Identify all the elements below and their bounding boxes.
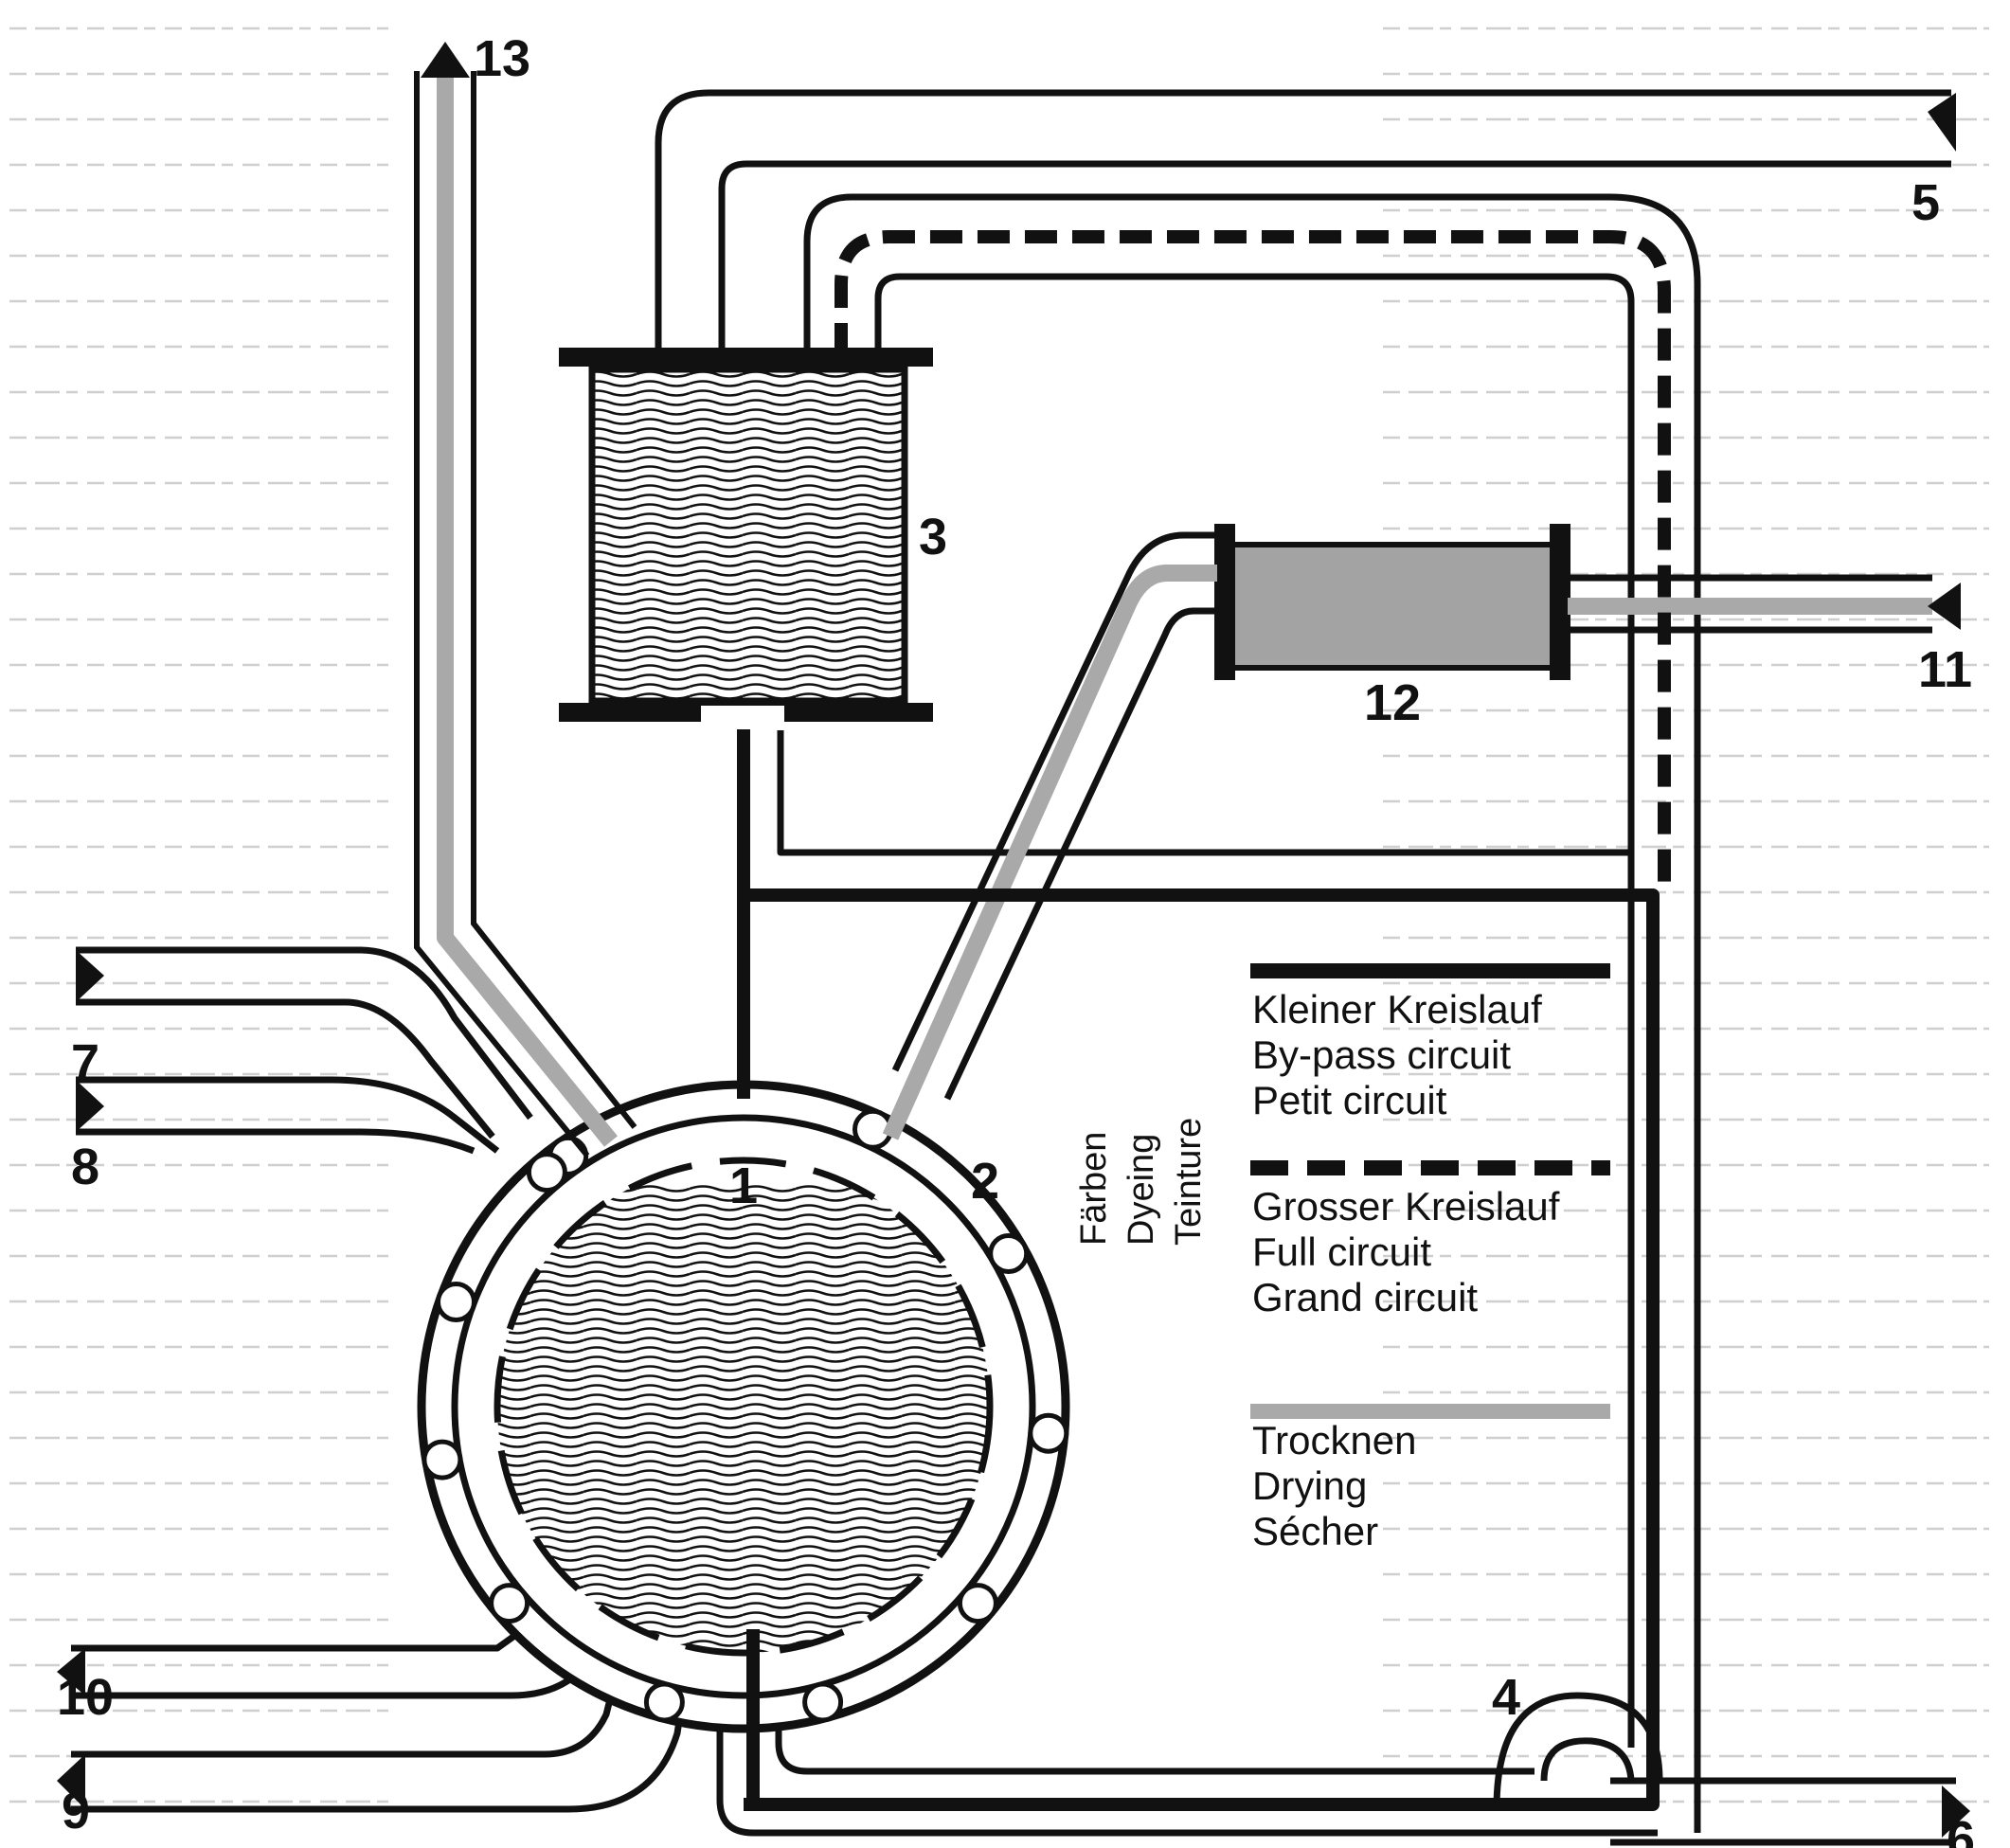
label-13: 13 <box>474 30 530 87</box>
label-2: 2 <box>971 1153 999 1210</box>
outlet-9-top <box>71 1638 629 1758</box>
drum-ring <box>422 1439 463 1480</box>
side-text-en: Dyeing <box>1122 1134 1161 1246</box>
return-pipe-inner <box>775 1622 1534 1775</box>
legend-drying-1: Trocknen <box>1252 1418 1417 1462</box>
label-8: 8 <box>71 1139 99 1195</box>
drum-ring <box>988 1233 1030 1274</box>
legend-bypass-1: Kleiner Kreislauf <box>1252 987 1542 1032</box>
legend-drying-2: Drying <box>1252 1463 1367 1508</box>
legend-drying-3: Sécher <box>1252 1509 1378 1553</box>
label-12: 12 <box>1364 674 1421 731</box>
outlet-10-bottom <box>71 1651 598 1699</box>
heat-exchanger-12 <box>1214 524 1570 680</box>
feed-pipe-5-inner <box>718 160 1951 355</box>
label-3: 3 <box>919 509 947 565</box>
arrow-11-icon <box>1928 583 1961 630</box>
full-loop-outer <box>803 193 1701 1833</box>
arrow-5-icon <box>1928 93 1956 152</box>
arrow-13-icon <box>421 42 470 78</box>
process-label-dyeing: Färben Dyeing Teinture <box>1074 1118 1209 1246</box>
inlet-7-inner <box>76 998 495 1139</box>
full-loop-inner <box>874 273 1635 1748</box>
callouts: 13 5 3 11 12 7 8 1 2 10 4 9 6 <box>57 30 1975 1848</box>
full-circuit <box>737 230 1671 1099</box>
drying-pipe-13-casing-right <box>471 71 637 1129</box>
label-10: 10 <box>57 1669 114 1726</box>
drum-ring <box>643 1681 685 1723</box>
pump-4 <box>1493 1692 1663 1810</box>
legend: Kleiner Kreislauf By-pass circuit Petit … <box>1250 963 1610 1553</box>
drying-circuit <box>437 74 1932 1147</box>
inlet-7-outer <box>76 946 533 1121</box>
outlet-9-bottom <box>71 1638 695 1813</box>
drum-ring <box>436 1282 476 1322</box>
legend-full-3: Grand circuit <box>1252 1275 1478 1319</box>
legend-bypass-2: By-pass circuit <box>1252 1032 1511 1077</box>
feed-pipe-5-outer <box>655 89 1951 355</box>
inlet-8-inner <box>76 1128 476 1155</box>
label-11: 11 <box>1918 641 1972 698</box>
tank-3 <box>559 348 933 730</box>
label-9: 9 <box>62 1783 90 1839</box>
arrow-6-icon <box>1942 1785 1970 1838</box>
flow-arrows <box>57 42 1970 1838</box>
drying-pipe-exchanger <box>882 565 1217 1140</box>
arrow-9-icon <box>57 1754 85 1809</box>
full-circuit-pipe <box>737 230 1671 1099</box>
legend-bypass-3: Petit circuit <box>1252 1078 1447 1122</box>
return-pipe-outer <box>716 1639 1658 1837</box>
arrow-10-icon <box>57 1648 85 1695</box>
side-text-fr: Teinture <box>1169 1118 1209 1246</box>
label-5: 5 <box>1911 174 1940 231</box>
side-text-de: Färben <box>1074 1132 1114 1246</box>
drying-pipe-casing-top <box>891 531 1217 1072</box>
drum-ring <box>1028 1412 1069 1454</box>
arrow-8-icon <box>76 1080 104 1132</box>
arrow-7-icon <box>76 950 104 1002</box>
drying-pipe-13-casing-left <box>414 71 590 1157</box>
drying-pipe-13 <box>437 74 618 1147</box>
label-1: 1 <box>729 1157 758 1214</box>
legend-full-1: Grosser Kreislauf <box>1252 1184 1560 1229</box>
outlet-10-top <box>71 1622 533 1652</box>
drum-ring <box>802 1681 844 1723</box>
label-6: 6 <box>1947 1811 1975 1848</box>
legend-full-2: Full circuit <box>1252 1229 1431 1274</box>
drying-pipe-casing-bottom <box>943 607 1217 1101</box>
inlet-8-outer <box>76 1076 500 1154</box>
drum-ring <box>957 1583 998 1624</box>
drum-ring <box>526 1152 567 1193</box>
drum-heater-rings <box>422 1108 1069 1723</box>
label-7: 7 <box>71 1034 99 1091</box>
bypass-outer-h <box>777 715 1631 856</box>
label-4: 4 <box>1492 1669 1520 1726</box>
drum-ring <box>489 1583 530 1624</box>
dyeing-drum-1 <box>417 1080 1070 1733</box>
